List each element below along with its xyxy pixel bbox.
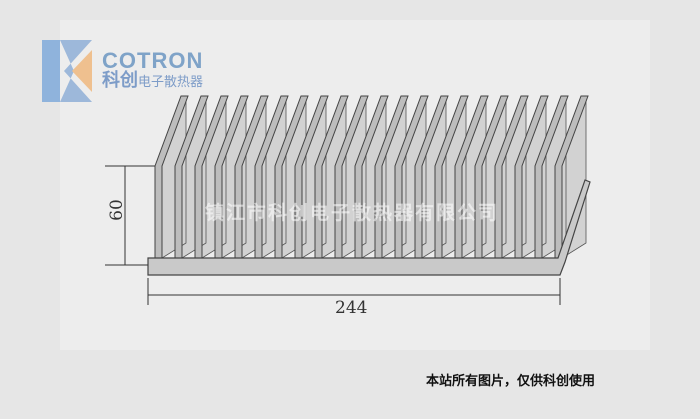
width-dimension: 244: [335, 298, 368, 318]
height-dimension: 60: [106, 199, 127, 221]
heatsink-base: [147, 179, 591, 276]
dimension-lines: [105, 165, 561, 305]
brand-name-en: COTRON: [102, 48, 204, 73]
cotron-logo: COTRON 科创电子散热器: [42, 40, 203, 102]
usage-caption: 本站所有图片，仅供科创使用: [426, 374, 596, 389]
brand-name-cn: 电子散热器: [138, 75, 204, 90]
fins-group: [154, 95, 589, 259]
brand-name-cn-bold: 科创: [102, 70, 138, 91]
logo-mark-icon: [42, 40, 92, 102]
company-watermark: 镇江市科创电子散热器有限公司: [205, 202, 500, 224]
